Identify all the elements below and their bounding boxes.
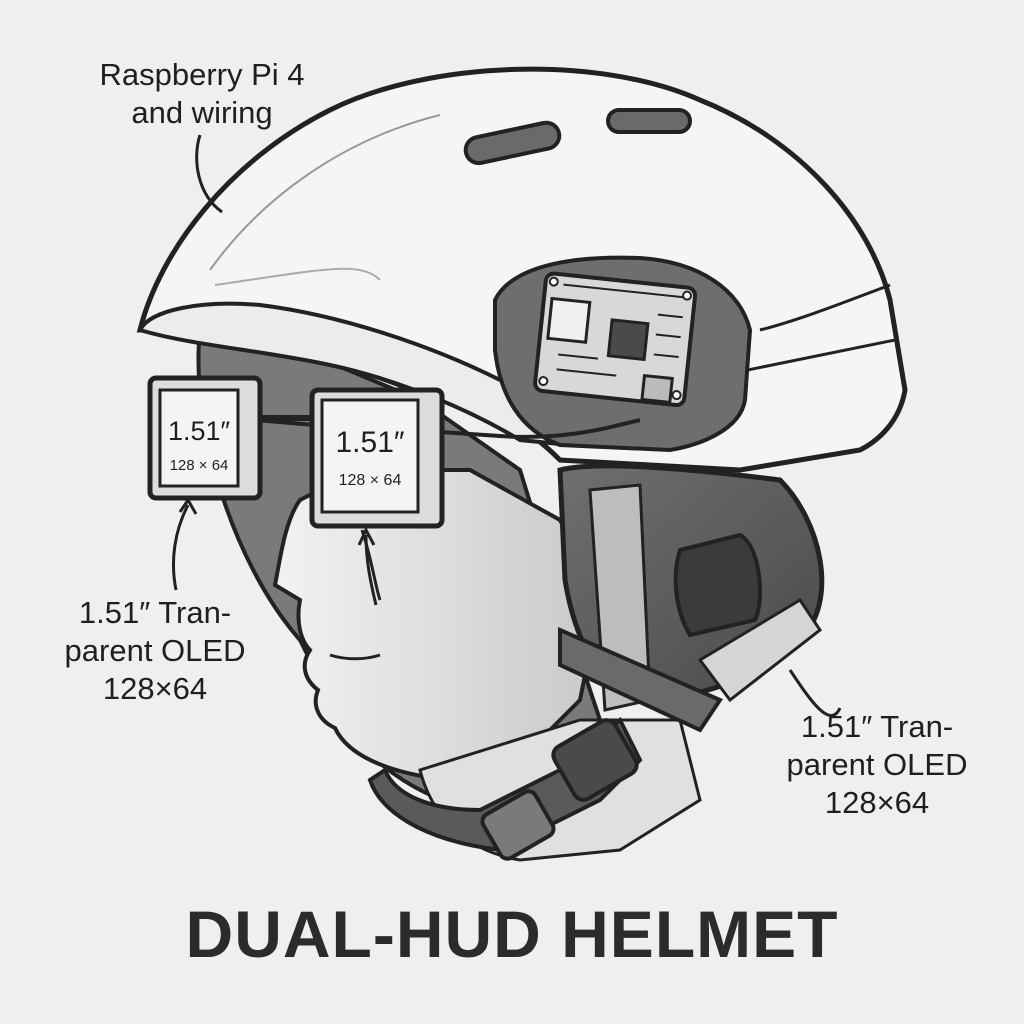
pi-usb-port [548, 299, 590, 343]
left-oled-label-line-2: parent OLED [30, 632, 280, 670]
left-oled-display: 1.51″ 128 × 64 [150, 378, 260, 498]
raspberry-pi-label-line-1: Raspberry Pi 4 [62, 56, 342, 94]
right-display-size-text: 1.51″ [335, 426, 404, 459]
right-oled-label: 1.51″ Tran- parent OLED 128×64 [752, 708, 1002, 822]
left-oled-label-line-3: 128×64 [30, 670, 280, 708]
right-oled-display: 1.51″ 128 × 64 [312, 390, 442, 526]
pi-connector [642, 376, 672, 403]
ear-vent [676, 535, 760, 635]
pi-chip [608, 320, 648, 360]
diagram-title: DUAL-HUD HELMET [0, 896, 1024, 972]
left-display-size-text: 1.51″ [168, 416, 231, 446]
right-oled-label-line-1: 1.51″ Tran- [752, 708, 1002, 746]
right-display-resolution-text: 128 × 64 [339, 472, 402, 489]
left-oled-label-line-1: 1.51″ Tran- [30, 594, 280, 632]
left-oled-label: 1.51″ Tran- parent OLED 128×64 [30, 594, 280, 708]
top-vent-2 [608, 110, 690, 132]
raspberry-pi-label: Raspberry Pi 4 and wiring [62, 56, 342, 132]
raspberry-pi-label-line-2: and wiring [62, 94, 342, 132]
right-oled-label-line-3: 128×64 [752, 784, 1002, 822]
left-display-resolution-text: 128 × 64 [170, 457, 229, 474]
right-oled-label-line-2: parent OLED [752, 746, 1002, 784]
raspberry-pi-board [534, 273, 696, 406]
callout-arrow-left-oled [173, 505, 188, 590]
